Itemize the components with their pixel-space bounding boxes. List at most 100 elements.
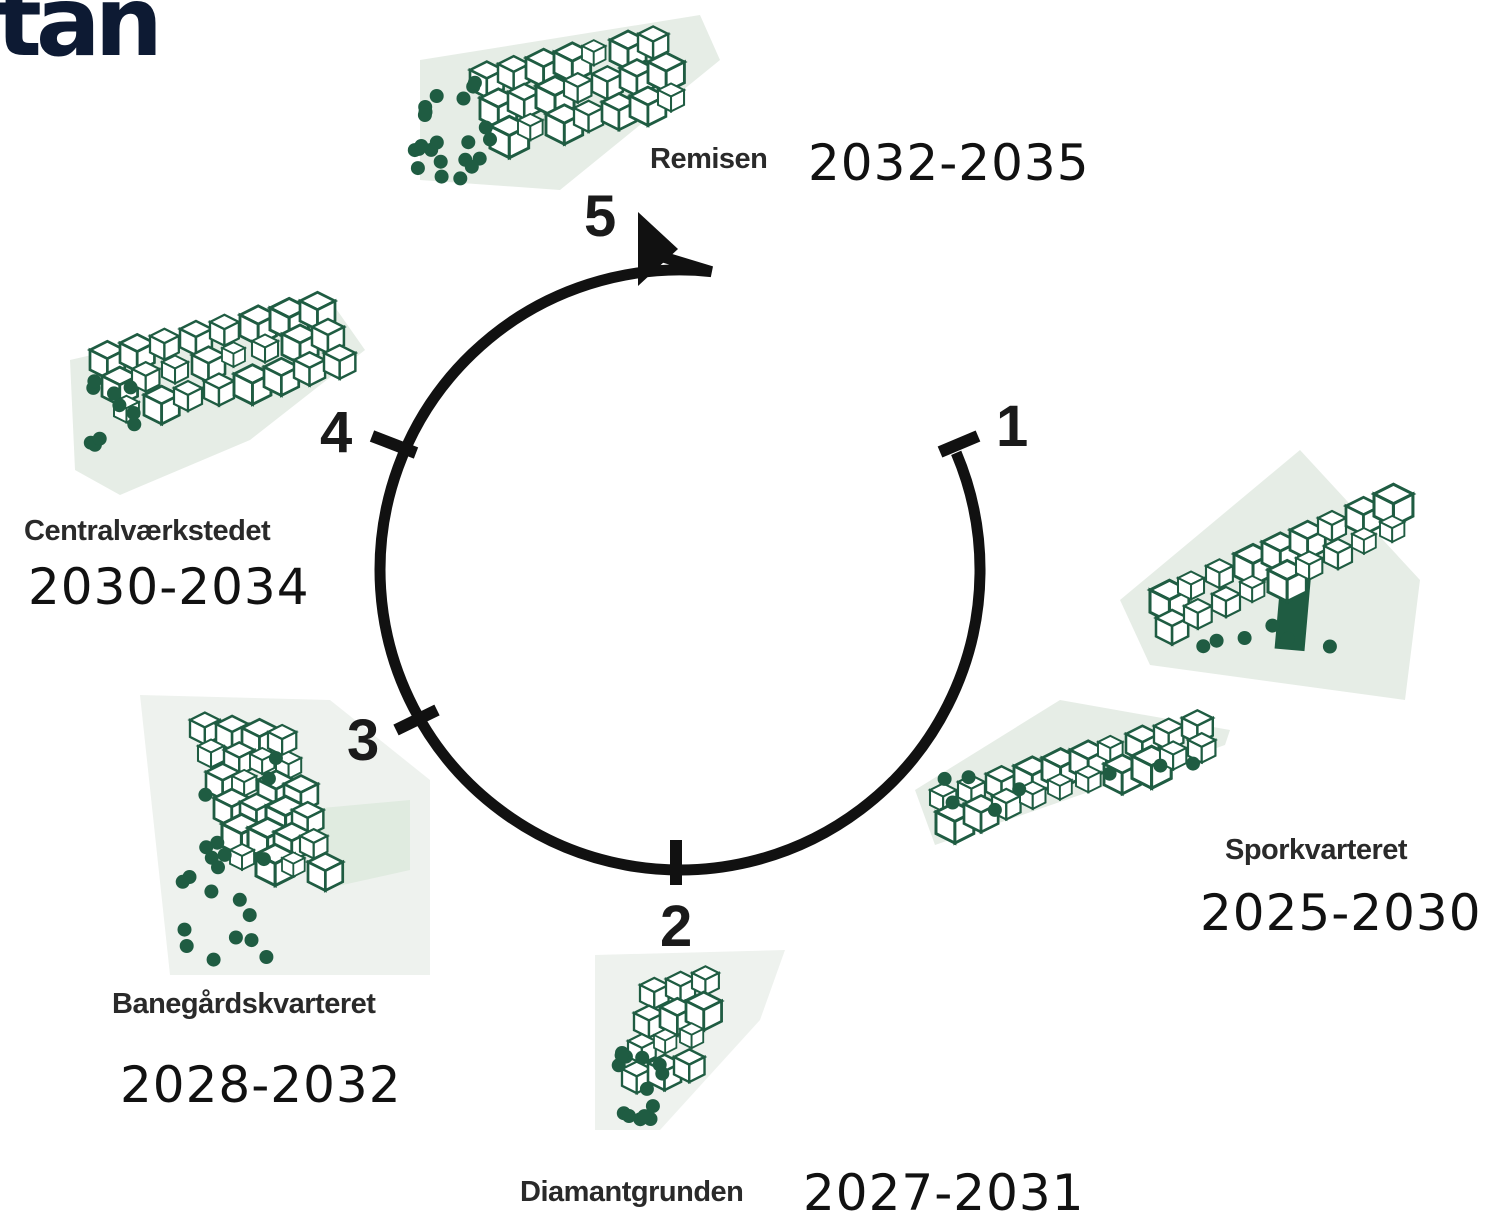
tree — [478, 120, 493, 135]
tree — [622, 1109, 636, 1123]
ring-arc — [374, 244, 986, 876]
tree — [92, 431, 107, 446]
tree — [637, 1109, 652, 1124]
tree — [244, 933, 259, 948]
tree — [228, 930, 243, 945]
tree — [211, 860, 225, 875]
tree — [1012, 782, 1027, 797]
tree — [961, 770, 976, 785]
building-block — [281, 851, 306, 878]
tree — [217, 847, 232, 862]
building-block — [172, 379, 204, 413]
building-block — [1379, 514, 1406, 543]
phase-5-name: Remisen — [650, 143, 768, 175]
tree — [256, 852, 271, 867]
tree — [1186, 756, 1200, 771]
building-block — [322, 343, 357, 380]
tree — [987, 802, 1002, 817]
tree — [87, 374, 102, 389]
tree — [1209, 633, 1224, 648]
building-block — [1204, 558, 1234, 590]
phase-3-number: 3 — [347, 708, 380, 773]
diamantgrunden-illustration — [595, 950, 785, 1130]
tree — [175, 874, 190, 889]
phase-4-number: 4 — [320, 400, 353, 465]
phase-5-number: 5 — [584, 184, 617, 249]
phase-1-name: Sporkvarteret — [1225, 834, 1408, 866]
building-block — [266, 723, 298, 757]
tree — [259, 950, 274, 964]
building-block — [160, 354, 190, 385]
tree — [242, 908, 257, 923]
centralvaerkstedet-illustration — [70, 290, 365, 495]
tick-1 — [937, 430, 981, 458]
building-block — [562, 72, 593, 104]
tree — [937, 771, 952, 786]
building-block — [196, 738, 226, 769]
tree — [198, 787, 213, 802]
tick-4 — [369, 430, 419, 459]
tree — [483, 132, 497, 147]
tree — [268, 751, 283, 766]
building-block — [1210, 585, 1242, 619]
building-block — [306, 851, 345, 892]
building-block — [1047, 773, 1073, 801]
phase-ring — [369, 212, 986, 885]
arrow-head-icon — [638, 212, 678, 286]
tree — [1322, 639, 1337, 654]
tree — [410, 161, 425, 176]
tree — [126, 406, 141, 420]
building-block — [221, 341, 246, 368]
building-block — [656, 82, 686, 113]
tree — [199, 840, 214, 855]
building-block — [690, 965, 720, 997]
tree — [639, 1081, 654, 1096]
building-block — [581, 39, 607, 67]
tree — [1196, 639, 1211, 654]
tick-3 — [393, 704, 440, 736]
phase-2-name: Diamantgrunden — [520, 1176, 744, 1208]
building-block — [572, 99, 605, 134]
tree — [1102, 766, 1117, 781]
sporkvarteret-illustration — [915, 450, 1420, 845]
tree — [467, 75, 482, 90]
building-block — [672, 1048, 706, 1084]
tree — [453, 171, 468, 186]
tree — [456, 91, 471, 106]
building-block — [517, 112, 544, 142]
building-block — [202, 372, 236, 407]
tree — [1237, 631, 1252, 645]
tree — [464, 159, 479, 174]
phase-3-years: 2028-2032 — [120, 1056, 402, 1114]
tree — [461, 135, 476, 150]
tree — [107, 386, 121, 401]
building-block — [292, 351, 327, 387]
phase-1-number: 1 — [996, 394, 1029, 459]
phase-4-years: 2030-2034 — [28, 558, 310, 616]
building-block — [1316, 509, 1348, 543]
building-block — [1176, 570, 1206, 601]
tree — [945, 795, 960, 810]
tree — [1153, 758, 1168, 773]
brand-logo: tan — [0, 0, 163, 78]
building-block — [1075, 764, 1102, 794]
tree — [433, 154, 448, 169]
phase-3-name: Banegårdskvarteret — [112, 988, 376, 1020]
building-block — [653, 1028, 678, 1055]
tree — [635, 1050, 650, 1065]
building-block — [208, 313, 240, 347]
tree — [177, 922, 192, 937]
tree — [179, 939, 194, 953]
phase-2-number: 2 — [660, 894, 693, 959]
tree — [232, 892, 247, 907]
tree — [206, 952, 221, 967]
tree — [204, 884, 219, 899]
building-block — [1294, 550, 1324, 581]
tree — [434, 169, 449, 184]
building-block — [679, 1022, 705, 1050]
building-block — [1239, 574, 1266, 603]
banegaardskvarteret-illustration — [140, 695, 430, 975]
tree — [414, 139, 429, 153]
tree — [417, 108, 432, 122]
